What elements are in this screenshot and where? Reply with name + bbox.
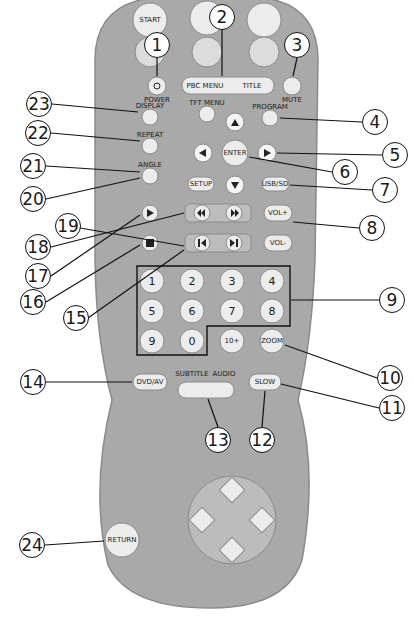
button-label: REPEAT xyxy=(137,132,163,139)
callout-number: 10 xyxy=(377,365,403,391)
key-label: 0 xyxy=(189,336,196,347)
callout-number: 8 xyxy=(359,215,385,241)
callout-number: 12 xyxy=(249,427,275,453)
button-label: PBC MENU xyxy=(187,83,224,90)
callout-number: 16 xyxy=(20,289,46,315)
callout-number: 19 xyxy=(55,213,81,239)
button-label: TFT MENU xyxy=(189,100,225,107)
button-label: SETUP xyxy=(190,181,213,188)
button-label: DISPLAY xyxy=(136,103,165,110)
key-label: 9 xyxy=(149,336,156,347)
callout-number: 13 xyxy=(205,427,231,453)
callout-number: 17 xyxy=(25,263,51,289)
button-label: TITLE xyxy=(243,83,262,90)
key-label: 3 xyxy=(229,276,236,287)
key-label: 2 xyxy=(189,276,196,287)
callout-number: 1 xyxy=(144,32,170,58)
callout-number: 22 xyxy=(25,120,51,146)
button-label: VOL+ xyxy=(268,210,288,217)
key-label: 7 xyxy=(229,306,236,317)
callout-number: 23 xyxy=(26,91,52,117)
button-label: SLOW xyxy=(255,379,276,386)
key-label: 6 xyxy=(189,306,196,317)
callout-number: 3 xyxy=(284,32,310,58)
button-label: DVD/AV xyxy=(137,379,164,386)
button-label: USB/SD xyxy=(262,181,289,188)
button-label: AUDIO xyxy=(213,371,236,378)
button-label: PROGRAM xyxy=(252,104,287,111)
button-label: START xyxy=(139,17,161,24)
button-label: SUBTITLE xyxy=(175,371,208,378)
callout-number: 4 xyxy=(362,109,388,135)
button-label: ANGLE xyxy=(138,162,162,169)
button-label: VOL- xyxy=(270,240,286,247)
key-label: 4 xyxy=(269,276,276,287)
key-label: 8 xyxy=(269,306,276,317)
callout-number: 5 xyxy=(382,142,408,168)
button-label: ENTER xyxy=(223,150,246,157)
callout-number: 9 xyxy=(379,287,405,313)
callout-number: 20 xyxy=(20,186,46,212)
callout-number: 14 xyxy=(20,369,46,395)
callout-number: 6 xyxy=(332,159,358,185)
button-label: RETURN xyxy=(108,537,137,544)
callout-number: 2 xyxy=(209,4,235,30)
callout-number: 7 xyxy=(372,177,398,203)
button-label: MUTE xyxy=(282,97,302,104)
callout-number: 18 xyxy=(25,234,51,260)
button-label: ZOOM xyxy=(261,338,283,345)
key-label: 1 xyxy=(149,276,156,287)
key-label: 5 xyxy=(149,306,156,317)
callout-number: 15 xyxy=(63,305,89,331)
callout-number: 24 xyxy=(19,532,45,558)
callout-number: 11 xyxy=(379,395,405,421)
button-label: 10+ xyxy=(225,338,240,345)
callout-number: 21 xyxy=(20,153,46,179)
